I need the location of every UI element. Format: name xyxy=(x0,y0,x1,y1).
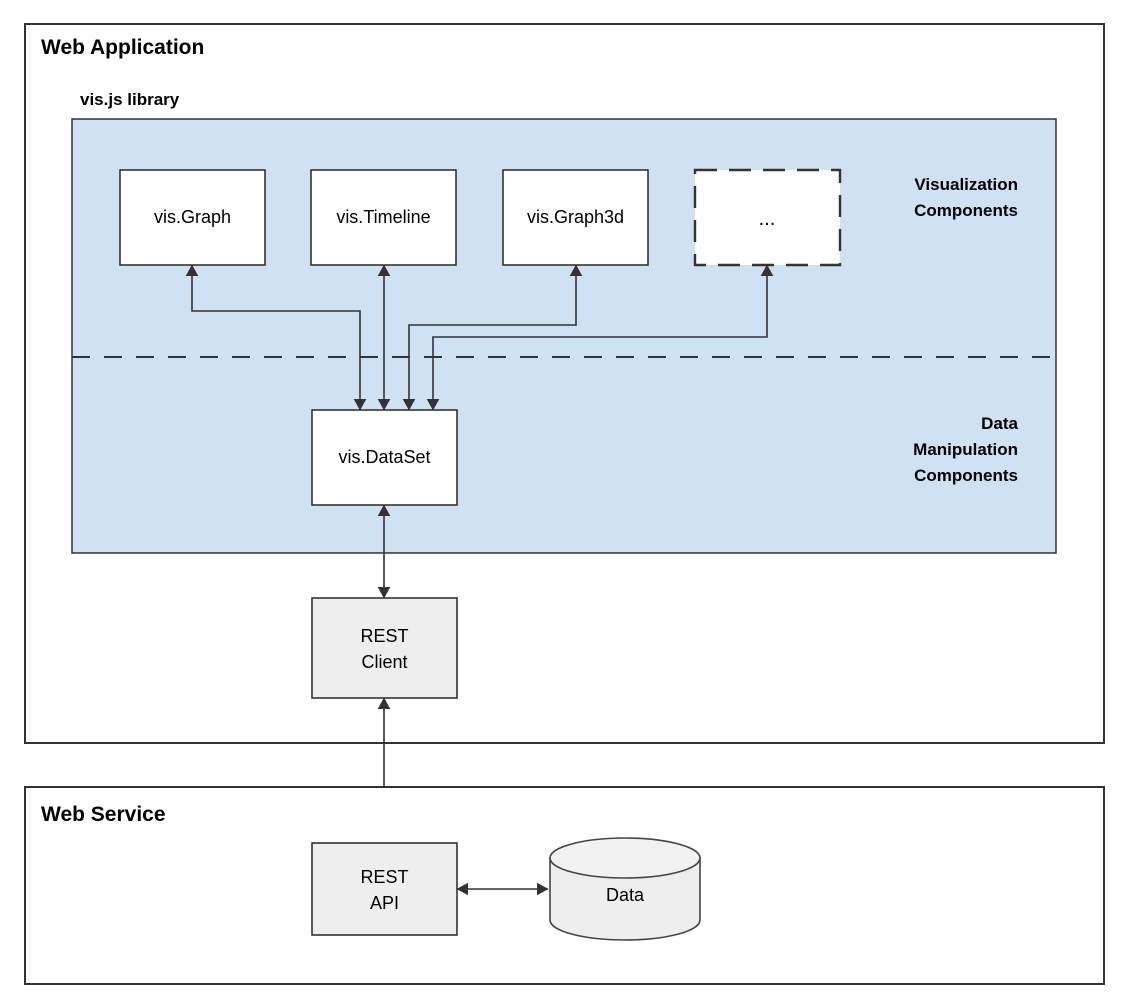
rest-api-label-line2: API xyxy=(370,893,399,913)
rest-client-label-line2: Client xyxy=(361,652,407,672)
svg-text:Components: Components xyxy=(914,466,1018,485)
vis-graph-label: vis.Graph xyxy=(154,207,231,227)
vis-graph3d-box[interactable] xyxy=(502,169,649,266)
visualization-components-label: Visualization Components xyxy=(914,175,1018,220)
node-vis-graph[interactable]: vis.Graph xyxy=(119,169,266,266)
more-placeholder-label: ... xyxy=(759,208,776,230)
rest-api-label-line1: REST xyxy=(360,867,408,887)
node-more-placeholder[interactable]: ... xyxy=(693,168,842,267)
vis-graph-box[interactable] xyxy=(119,169,266,266)
node-vis-timeline[interactable]: vis.Timeline xyxy=(310,169,457,266)
edge-more-to-dataset xyxy=(426,264,774,411)
section-web-application: Web Application vis.js library Visualiza… xyxy=(24,23,1105,744)
vis-graph3d-label: vis.Graph3d xyxy=(527,207,624,227)
rest-api-box[interactable] xyxy=(311,842,458,936)
data-manipulation-components-label: Data Manipulation Components xyxy=(913,414,1018,485)
svg-text:Visualization: Visualization xyxy=(914,175,1018,194)
more-placeholder-box[interactable] xyxy=(693,168,842,267)
web-application-title: Web Application xyxy=(41,36,204,59)
vis-timeline-label: vis.Timeline xyxy=(336,207,430,227)
node-vis-dataset[interactable]: vis.DataSet xyxy=(311,409,458,506)
node-rest-api[interactable]: REST API xyxy=(311,842,458,936)
edge-vis-graph-to-dataset xyxy=(185,264,367,411)
vis-timeline-box[interactable] xyxy=(310,169,457,266)
data-cylinder-body[interactable] xyxy=(549,857,701,941)
node-data-store[interactable]: Data xyxy=(549,837,701,941)
section-web-service: Web Service REST API Data xyxy=(24,786,1105,985)
svg-text:Manipulation: Manipulation xyxy=(913,440,1018,459)
svg-text:Data: Data xyxy=(981,414,1018,433)
rest-client-box[interactable] xyxy=(311,597,458,699)
web-service-title: Web Service xyxy=(41,803,166,826)
rest-client-label-line1: REST xyxy=(360,626,408,646)
vis-js-library-title: vis.js library xyxy=(80,90,180,109)
vis-dataset-label: vis.DataSet xyxy=(338,447,430,467)
data-store-label: Data xyxy=(606,885,645,905)
data-cylinder-top xyxy=(549,837,701,879)
node-rest-client[interactable]: REST Client xyxy=(311,597,458,699)
svg-text:Components: Components xyxy=(914,201,1018,220)
vis-dataset-box[interactable] xyxy=(311,409,458,506)
node-vis-graph3d[interactable]: vis.Graph3d xyxy=(502,169,649,266)
